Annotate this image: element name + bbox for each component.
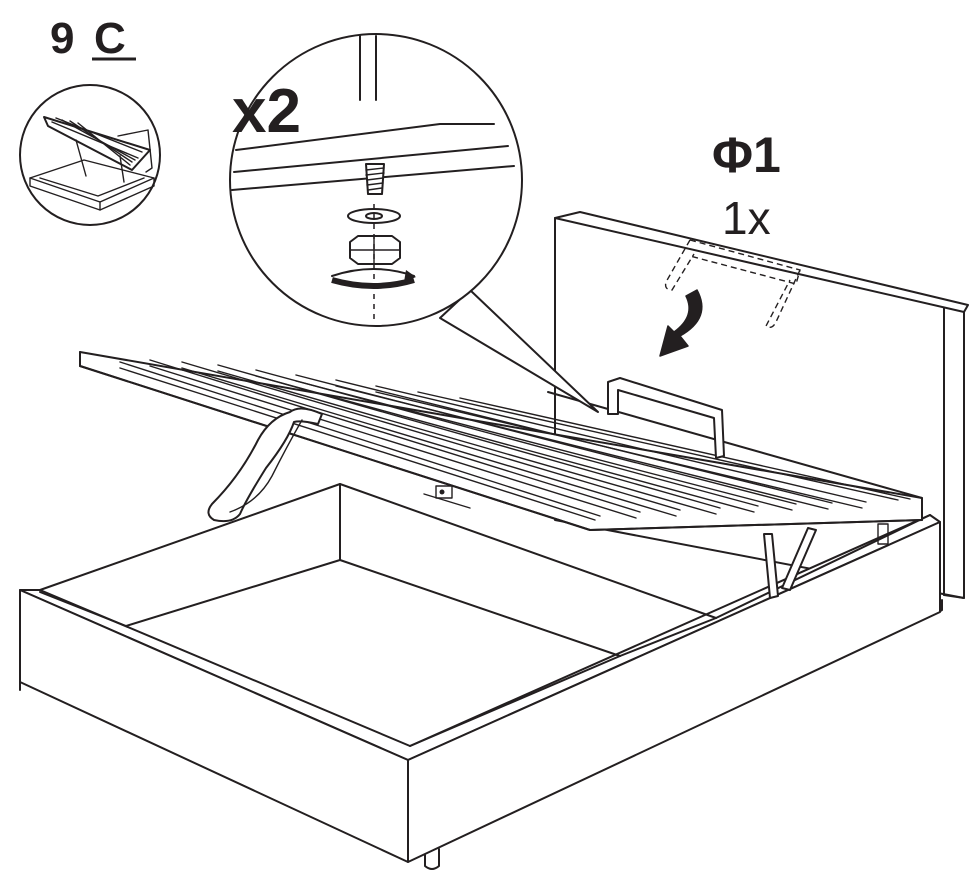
step-label: 9 C: [50, 14, 136, 63]
detail-quantity: x2: [232, 77, 301, 146]
bed-base-frame: [19, 483, 941, 870]
part-quantity: 1x: [722, 192, 771, 244]
pull-strap: [207, 407, 323, 523]
slats: [119, 359, 911, 521]
lift-handle: [607, 377, 725, 459]
bracket-position-dashed: [664, 239, 801, 329]
part-id: Φ1: [712, 127, 781, 183]
gas-pistons: [763, 527, 817, 599]
zoom-detail: x2: [229, 33, 599, 413]
hinge-bracket: [423, 485, 889, 545]
part-callout: Φ1 1x: [712, 127, 781, 244]
overview-thumbnail: [19, 84, 161, 226]
slatted-lift-platform: [79, 351, 923, 531]
curved-arrow-icon: [659, 289, 703, 357]
step-letter: C: [94, 14, 126, 63]
step-number: 9: [50, 14, 74, 63]
